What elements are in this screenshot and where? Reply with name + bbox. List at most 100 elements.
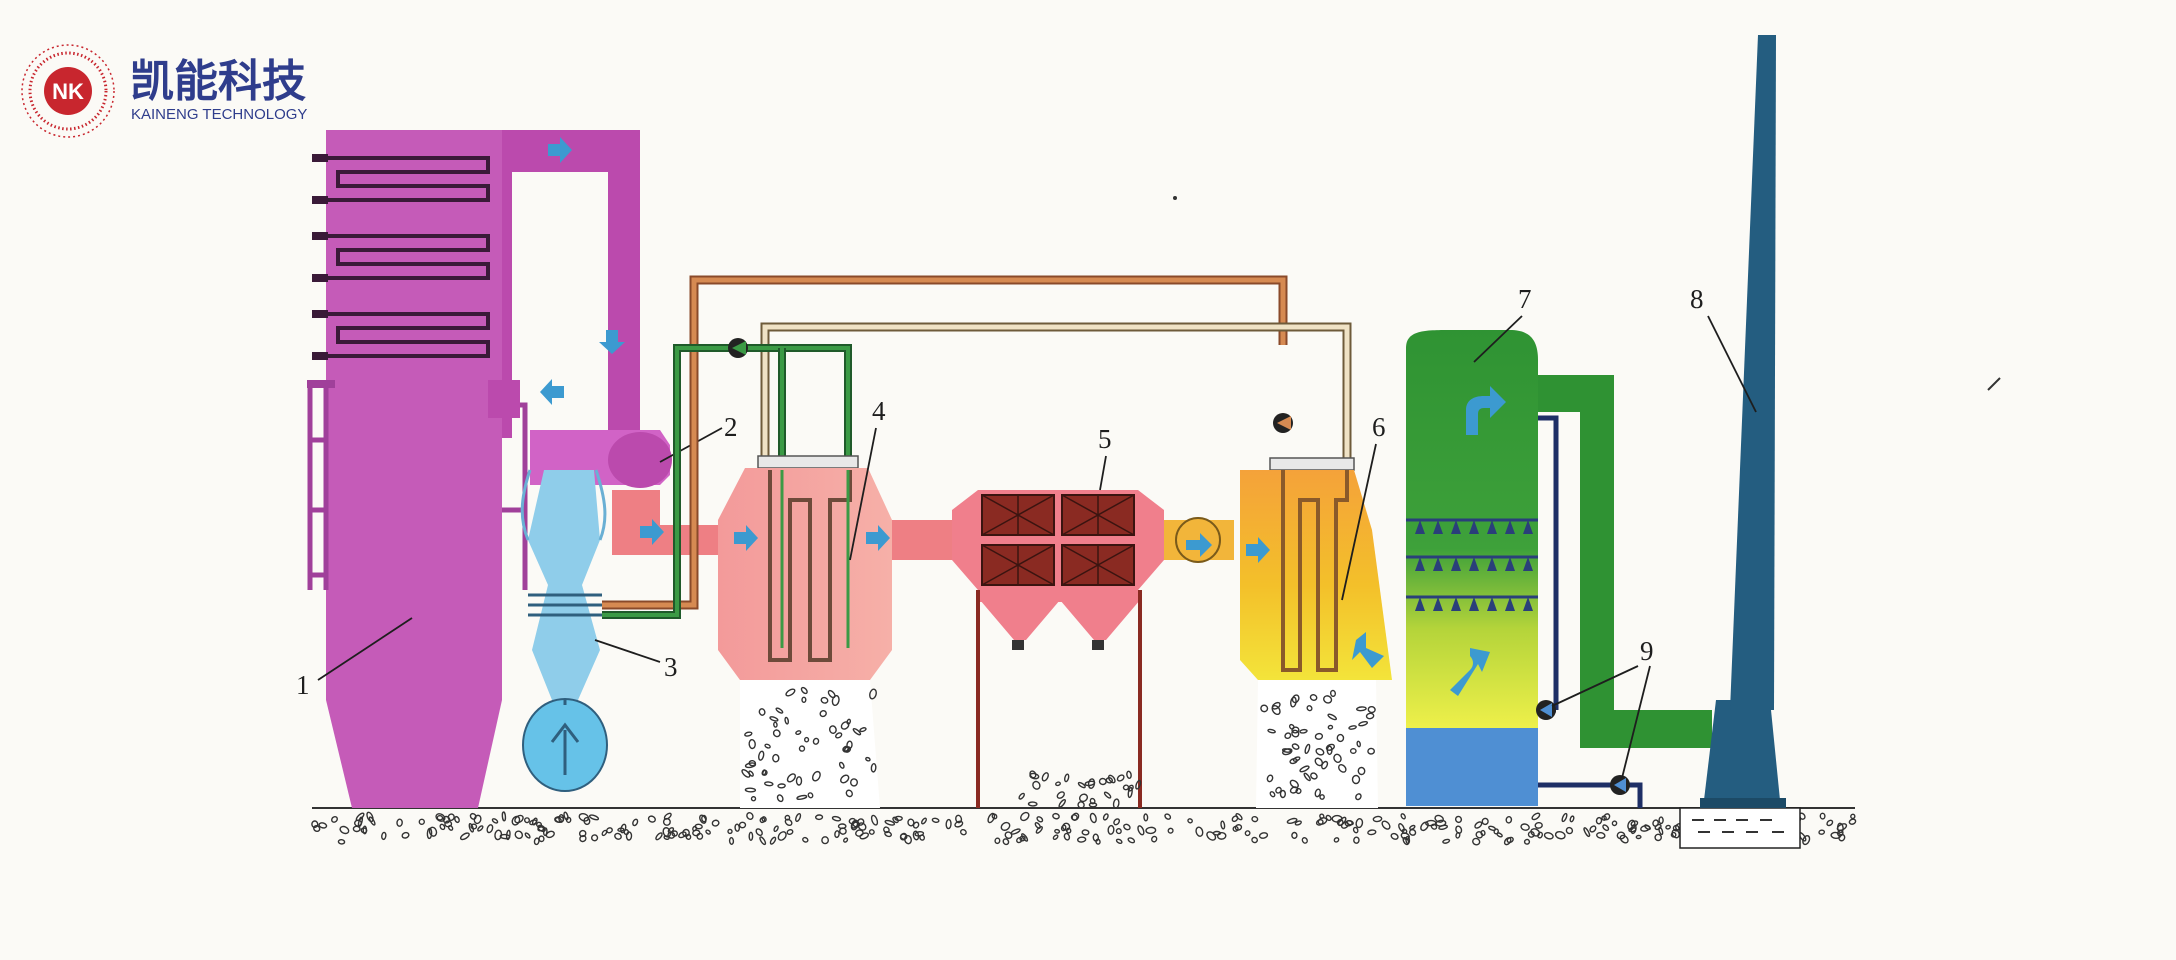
gravel-stone	[1635, 834, 1642, 840]
flow-arrow-icon	[1246, 537, 1384, 668]
gravel-stone	[831, 694, 840, 707]
gravel-stone	[1294, 820, 1302, 826]
gravel-stone	[1531, 812, 1541, 821]
gravel-stone	[819, 710, 827, 718]
gravel-stone	[795, 730, 802, 736]
gravel-stone	[1064, 773, 1070, 783]
logo-mark-text: NK	[52, 79, 84, 104]
spray-nozzle-icon	[1451, 597, 1461, 611]
gravel-stone	[313, 824, 321, 833]
gravel-stone	[1537, 831, 1544, 839]
stray-mark	[1987, 377, 2001, 391]
gravel-stone	[1220, 820, 1226, 830]
gravel-stone	[1496, 832, 1503, 838]
gravel-stone	[682, 828, 690, 837]
gravel-stone	[1818, 829, 1826, 835]
gravel-stone	[1367, 705, 1376, 714]
gravel-stone	[311, 820, 319, 829]
gravel-stone	[1056, 791, 1065, 799]
spray-nozzle-icon	[1487, 557, 1497, 571]
gravel-stone	[1583, 827, 1591, 838]
gravel-stone	[469, 812, 477, 820]
gravel-stone	[620, 823, 627, 834]
gravel-stone	[1299, 765, 1310, 773]
gravel-stone	[857, 822, 867, 831]
gravel-stone	[418, 818, 425, 825]
gravel-stone	[439, 823, 446, 831]
gravel-stone	[1836, 823, 1848, 832]
gravel-stone	[1455, 831, 1461, 839]
gravel-stone	[748, 739, 756, 750]
gravel-stone	[1112, 798, 1120, 809]
gravel-stone	[1802, 835, 1811, 846]
gravel-stone	[1105, 777, 1113, 784]
pump-icon	[728, 338, 748, 358]
gravel-stone	[685, 833, 692, 840]
label-2: 2	[724, 412, 738, 442]
gravel-stone	[1286, 817, 1298, 824]
gravel-stone	[1530, 828, 1541, 837]
gravel-stone	[1561, 812, 1568, 823]
spray-nozzle-icon	[1451, 557, 1461, 571]
gravel-stone	[1420, 821, 1429, 832]
gravel-stone	[1619, 834, 1629, 844]
gravel-stone	[1520, 823, 1530, 831]
gravel-stone	[1408, 828, 1417, 836]
spray-nozzle-icon	[1487, 597, 1497, 611]
gravel-stone	[678, 831, 687, 839]
gravel-stone	[1266, 774, 1274, 783]
gravel-stone	[1534, 821, 1543, 829]
gravel-stone	[1016, 836, 1023, 844]
gravel-stone	[1052, 812, 1060, 820]
gravel-stone	[1143, 813, 1149, 822]
gravel-stone	[892, 816, 899, 824]
gravel-stone	[834, 830, 840, 839]
gravel-stone	[785, 688, 796, 697]
gravel-stone	[1306, 705, 1313, 712]
gravel-stone	[1000, 821, 1011, 831]
gravel-stone	[1137, 825, 1145, 836]
gravel-stone	[1269, 791, 1276, 798]
gravel-stone	[426, 827, 433, 840]
gravel-stone	[381, 831, 387, 841]
label-7: 7	[1518, 284, 1532, 314]
gravel-stone	[1288, 723, 1295, 730]
gravel-stone	[1303, 772, 1311, 782]
gravel-stone	[994, 837, 1001, 845]
gravel-stone	[368, 816, 376, 826]
gravel-stone	[759, 817, 766, 824]
gravel-stone	[727, 828, 733, 835]
gravel-stone	[1127, 837, 1136, 844]
gravel-stone	[1505, 816, 1513, 824]
gravel-stone	[1351, 774, 1361, 785]
gas-heater-6: 6	[1240, 412, 1392, 808]
gravel-stone	[1231, 815, 1239, 823]
label-6: 6	[1372, 412, 1386, 442]
gravel-stone	[538, 835, 545, 843]
gravel-stone	[1336, 733, 1345, 743]
gravel-stone	[821, 836, 829, 845]
gravel-stone	[454, 815, 460, 824]
gravel-stone	[1310, 772, 1318, 780]
gravel-stone	[1627, 819, 1636, 831]
gravel-stone	[531, 817, 538, 826]
gravel-stone	[1301, 837, 1308, 844]
gravel-stone	[667, 831, 676, 839]
gravel-stone	[436, 814, 444, 821]
gravel-stone	[811, 770, 821, 782]
gravel-stone	[1032, 780, 1041, 790]
gravel-stone	[912, 830, 920, 841]
spray-nozzle-icon	[1487, 520, 1497, 534]
gravel-stone	[1628, 827, 1637, 833]
gravel-stone	[773, 721, 778, 728]
gravel-stone	[1569, 815, 1575, 823]
gravel-stone	[606, 827, 613, 834]
dust-collector-5: 5	[952, 424, 1164, 808]
gravel-stone	[1352, 826, 1359, 834]
gravel-stone	[486, 824, 494, 834]
gravel-stone	[801, 696, 807, 703]
gravel-stone	[491, 818, 499, 824]
spray-nozzle-icon	[1469, 597, 1479, 611]
gravel-stone	[1345, 819, 1354, 826]
